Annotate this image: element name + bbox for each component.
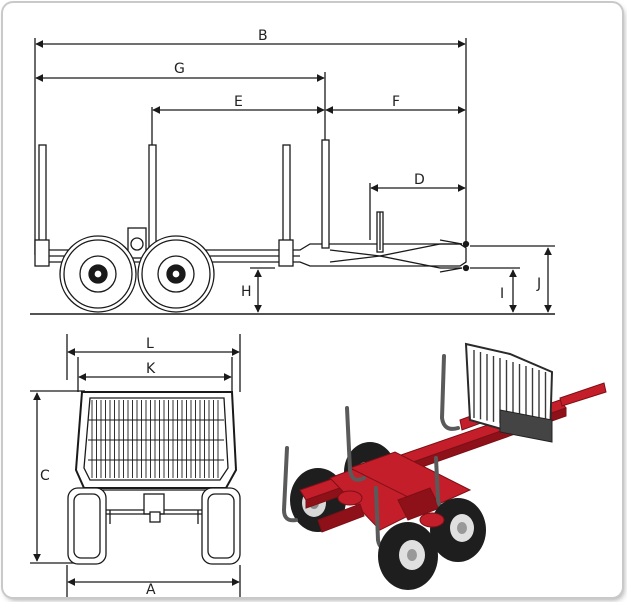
label-j: J [536,276,541,292]
dimension-drawing: B G E F D H I J [30,28,607,597]
iso-wheel-front-left [378,522,438,590]
stanchion-4 [321,139,330,249]
label-e: E [234,94,243,110]
label-d: D [414,172,425,188]
stanchion-2 [148,144,157,249]
label-l: L [146,336,154,352]
label-k: K [146,361,156,377]
side-view [30,38,555,315]
isometric-view [281,342,607,590]
stanchion-1 [34,144,50,267]
iso-grille [464,342,554,443]
label-c: C [40,468,50,484]
front-view [30,334,241,597]
drawing-frame: B G E F D H I J [3,3,622,597]
label-g: G [174,61,185,77]
iso-wheel-front-right [430,498,486,562]
label-f: F [392,94,400,110]
label-h: H [241,284,252,300]
label-b: B [258,28,268,44]
label-i: I [500,286,504,302]
front-wheel-right [201,487,241,565]
stanchion-3 [278,144,294,267]
front-wheel-left [67,487,107,565]
side-wheel-left [59,235,137,313]
side-wheel-right [137,235,215,313]
label-a: A [146,582,156,597]
